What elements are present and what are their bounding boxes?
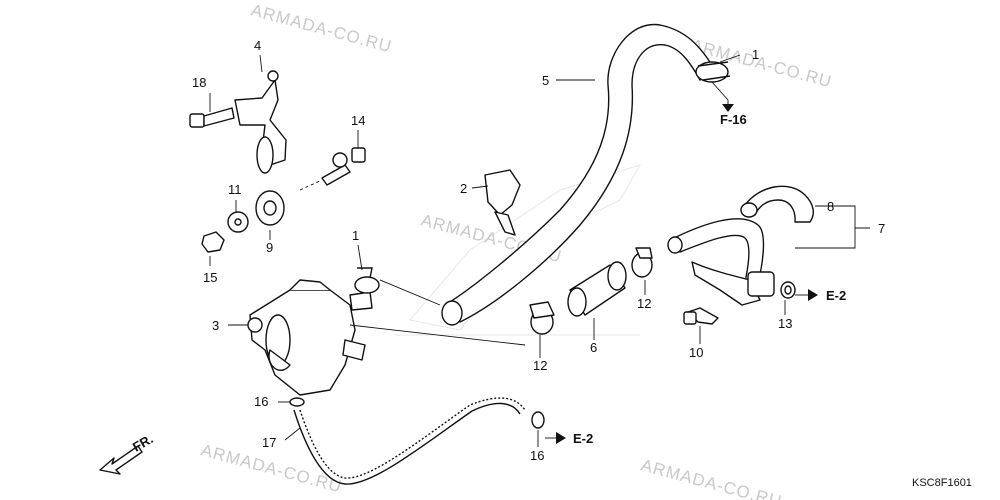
callout-17: 17	[262, 435, 276, 450]
callout-14: 14	[351, 113, 365, 128]
reference-arrows	[545, 100, 818, 444]
bracket-4	[234, 70, 287, 174]
callout-18: 18	[192, 75, 206, 90]
callout-1-top: 1	[752, 47, 759, 62]
diagram-code: KSC8F1601	[912, 477, 972, 489]
callout-2: 2	[460, 181, 467, 196]
callout-16-top: 16	[254, 394, 268, 409]
leader-lines	[209, 54, 870, 447]
bolt-14	[299, 147, 366, 191]
ref-f16: F-16	[720, 112, 747, 127]
tube-6	[567, 261, 627, 317]
hose-5	[441, 23, 716, 326]
callout-15: 15	[203, 270, 217, 285]
callout-16-bottom: 16	[530, 448, 544, 463]
clamp-2	[484, 169, 521, 236]
clip-12-right	[631, 247, 653, 278]
callout-7: 7	[878, 221, 885, 236]
bolt-10	[683, 307, 719, 325]
pipe-7	[667, 218, 775, 306]
watermark-top: ARMADA-CO.RU	[249, 1, 394, 57]
callout-13: 13	[778, 316, 792, 331]
clip-12-left	[529, 301, 555, 335]
ref-e2-bottom: E-2	[573, 431, 593, 446]
reference-labels: F-16 E-2 E-2	[573, 112, 846, 446]
bolt-18	[189, 107, 235, 128]
clip-1-top	[695, 61, 731, 83]
callout-8: 8	[827, 199, 834, 214]
front-direction-arrow: FR.	[99, 431, 156, 475]
callout-12-left: 12	[533, 358, 547, 373]
callout-12-right: 12	[637, 296, 651, 311]
grommet-9	[255, 190, 285, 226]
callouts: 1 1 2 3 4 5 6 7 8 9 10 11 12 12 13 14 15…	[192, 38, 885, 463]
callout-10: 10	[689, 345, 703, 360]
clip-16-bottom	[531, 411, 545, 429]
hose-8	[740, 185, 814, 223]
valve-3	[247, 279, 373, 396]
hose-17	[293, 397, 526, 485]
watermark-bottomright: ARMADA-CO.RU	[639, 456, 784, 500]
callout-6: 6	[590, 340, 597, 355]
washer-11	[227, 211, 249, 233]
clip-1-left	[354, 267, 380, 294]
ref-e2-right: E-2	[826, 288, 846, 303]
nut-15	[201, 231, 225, 253]
clip-16-top	[289, 397, 305, 407]
callout-11: 11	[228, 182, 242, 197]
callout-3: 3	[212, 318, 219, 333]
gasket-13	[780, 281, 796, 299]
callout-5: 5	[542, 73, 549, 88]
callout-9: 9	[266, 240, 273, 255]
callout-4: 4	[254, 38, 261, 53]
callout-1-left: 1	[352, 228, 359, 243]
